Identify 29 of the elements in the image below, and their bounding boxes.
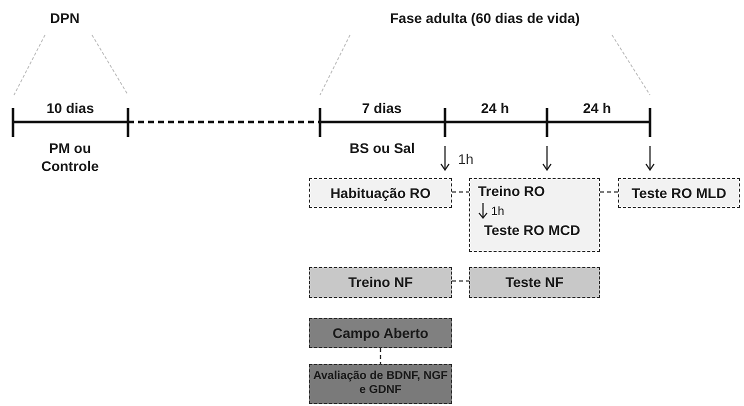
- step-box: [309, 364, 452, 404]
- step-box: [309, 318, 452, 348]
- step-label: Teste RO MCD: [484, 222, 580, 239]
- step-box: [309, 267, 452, 298]
- step-label: Campo Aberto: [332, 324, 428, 342]
- step-label: Teste NF: [505, 274, 564, 291]
- time-label: 1h: [491, 204, 504, 218]
- timeline-label: 7 dias: [362, 100, 402, 118]
- step-label: Teste RO MLD: [632, 184, 726, 202]
- timeline-label: 24 h: [481, 100, 510, 118]
- step-box: [618, 178, 740, 208]
- step-label: Avaliação de BDNF, NGF e GDNF: [312, 370, 449, 398]
- connector-line: [380, 348, 382, 364]
- timeline-label: 10 dias: [46, 100, 94, 118]
- connector-line: [600, 191, 618, 193]
- connector-line: [452, 280, 469, 282]
- step-label: Treino NF: [348, 274, 413, 291]
- timeline-label: 24 h: [583, 100, 612, 118]
- process-box: [469, 178, 600, 252]
- timeline-label: Fase adulta (60 dias de vida): [390, 10, 580, 28]
- step-label: Treino RO: [478, 183, 545, 200]
- step-box: [309, 178, 452, 208]
- step-label: Habituação RO: [330, 184, 431, 202]
- time-label: 1h: [458, 151, 474, 168]
- step-box: [469, 267, 600, 298]
- connector-line: [452, 191, 469, 193]
- timeline-label: PM ou Controle: [40, 140, 100, 175]
- timeline-label: DPN: [50, 10, 80, 28]
- timeline-label: BS ou Sal: [350, 140, 415, 158]
